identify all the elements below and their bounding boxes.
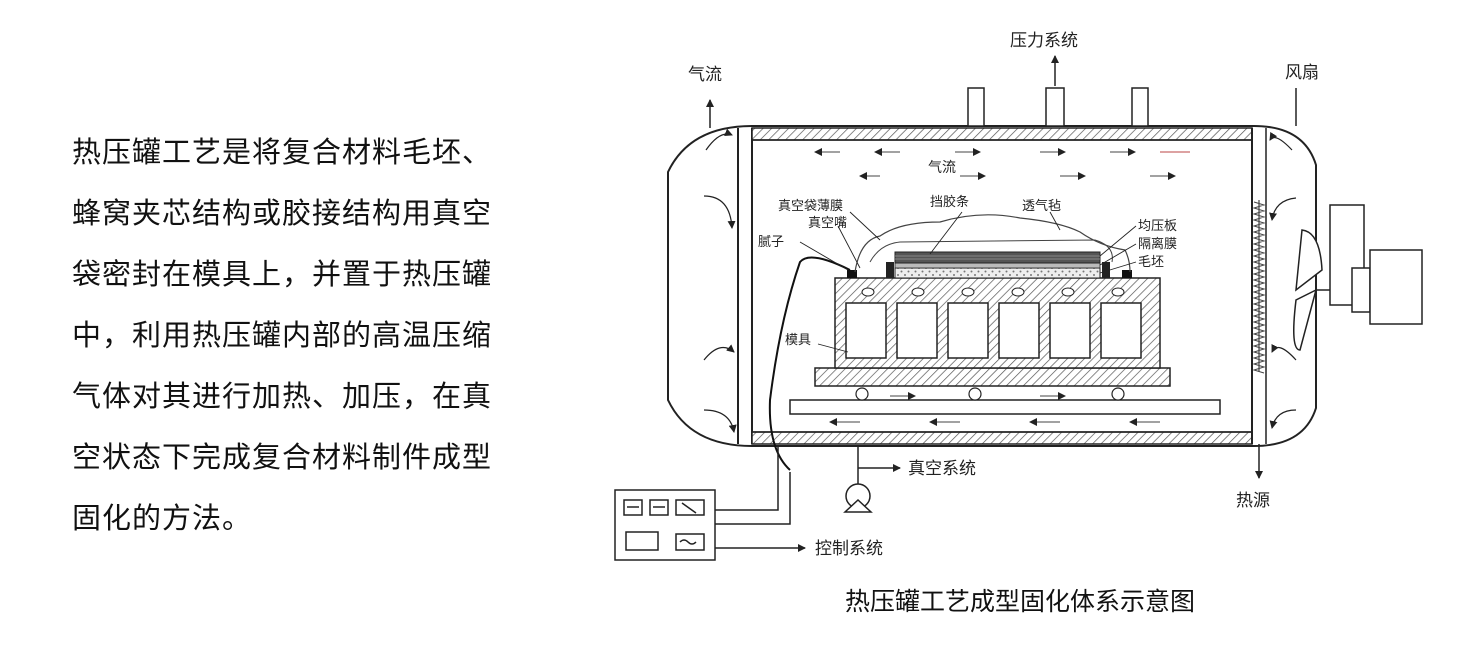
- control-system-label: 控制系统: [815, 539, 883, 559]
- diagram-caption: 热压罐工艺成型固化体系示意图: [844, 587, 1195, 616]
- blank-label: 毛坯: [1138, 255, 1164, 270]
- description-line: 袋密封在模具上，并置于热压罐: [72, 257, 493, 291]
- description-line: 气体对其进行加热、加压，在真: [72, 379, 493, 413]
- putty-label: 腻子: [758, 235, 784, 250]
- airflow-left-label: 气流: [688, 65, 722, 85]
- vacuum-nozzle-label: 真空嘴: [808, 216, 847, 231]
- top-insulation: [751, 127, 1253, 141]
- putty: [847, 270, 857, 278]
- mold-label: 模具: [785, 333, 811, 348]
- fan: [1293, 88, 1423, 351]
- bottom-insulation: [751, 431, 1253, 445]
- release-film-layer: [894, 262, 1101, 269]
- vacuum-hose: [768, 256, 851, 471]
- description-line: 热压罐工艺是将复合材料毛坯、: [72, 135, 493, 169]
- vacuum-system-label: 真空系统: [908, 459, 976, 479]
- description-line: 固化的方法。: [72, 501, 253, 535]
- description-paragraph: 热压罐工艺是将复合材料毛坯、 蜂窝夹芯结构或胶接结构用真空 袋密封在模具上，并置…: [72, 122, 552, 549]
- heater-coil: [1252, 200, 1266, 479]
- autoclave-vessel: [667, 125, 1317, 447]
- blank-layer: [894, 267, 1101, 279]
- airflow-center-label: 气流: [928, 160, 956, 176]
- fan-label: 风扇: [1285, 63, 1319, 83]
- pressure-system-label: 压力系统: [1010, 31, 1078, 51]
- heat-source-label: 热源: [1236, 491, 1270, 511]
- cart-rail: [789, 399, 1221, 415]
- vacuum-pump: [843, 446, 901, 513]
- pressure-plate-layer: [894, 251, 1101, 264]
- breather-felt-label: 透气毡: [1022, 198, 1061, 214]
- description-line: 中，利用热压罐内部的高温压缩: [72, 318, 493, 352]
- pressure-pipes: [967, 87, 1149, 127]
- dam-strip-label: 挡胶条: [930, 194, 969, 210]
- description-line: 空状态下完成复合材料制件成型: [72, 440, 493, 474]
- control-box: [614, 489, 716, 561]
- release-film-label: 隔离膜: [1138, 236, 1177, 252]
- pressure-plate-label: 均压板: [1138, 219, 1177, 234]
- description-line: 蜂窝夹芯结构或胶接结构用真空: [72, 196, 493, 230]
- vacuum-bag-film-label: 真空袋薄膜: [778, 199, 843, 214]
- mold-base: [814, 367, 1171, 387]
